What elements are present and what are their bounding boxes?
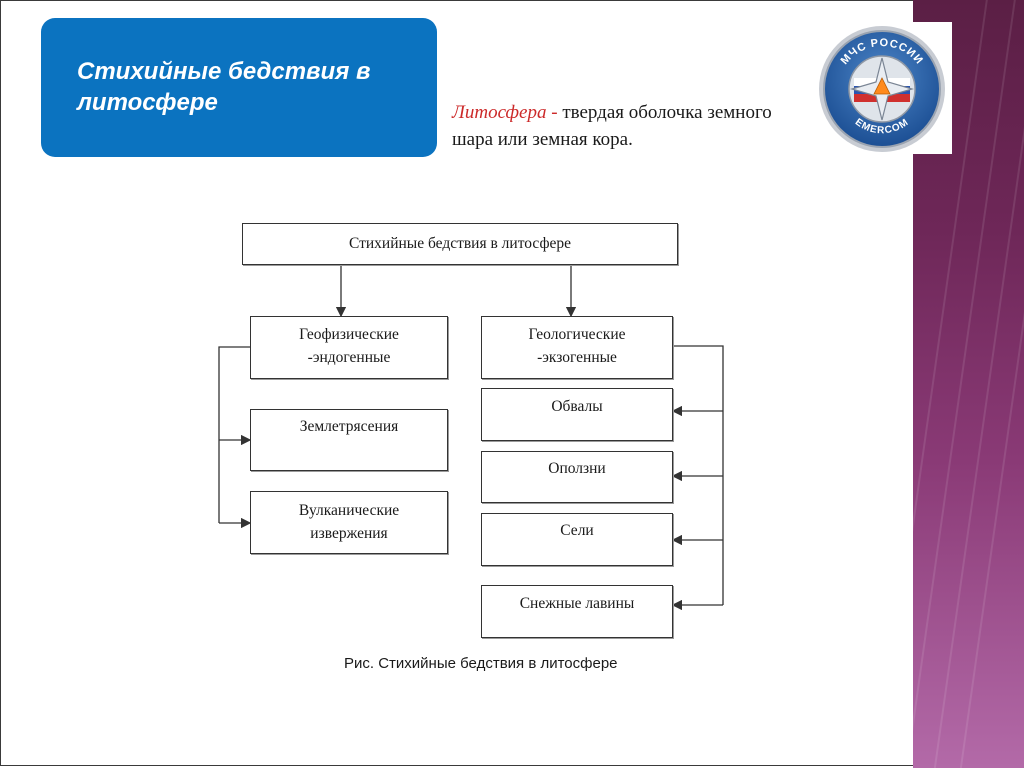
right-item-avalanches: Снежные лавины [481,585,673,638]
definition-text: Литосфера - твердая оболочка земного шар… [452,99,772,153]
definition-body: твердая оболочка земного шара или земная… [452,102,772,150]
left-header-line1: Геофизические [299,326,399,343]
right-item-label: Снежные лавины [519,595,635,612]
diagram-root-node: Стихийные бедствия в литосфере [242,223,678,265]
left-header-line2: -эндогенные [307,349,391,366]
left-item-label-line2: извержения [310,525,388,542]
right-group-header: Геологические -экзогенные [481,316,673,379]
emcom-emblem-icon: МЧС РОССИИ EMERCOM [812,22,952,154]
figure-caption: Рис. Стихийные бедствия в литосфере [344,655,618,672]
left-item-volcanic: Вулканические извержения [250,491,448,554]
title-banner: Стихийные бедствия в литосфере [41,18,437,157]
left-group-header: Геофизические -эндогенные [250,316,448,379]
slide-title: Стихийные бедствия в литосфере [77,58,371,116]
left-item-label: Вулканические [298,502,400,519]
left-item-earthquakes: Землетрясения [250,409,448,471]
right-item-label: Оползни [548,460,606,477]
right-bracket-line [672,345,724,605]
left-bracket-line [218,346,251,523]
right-item-landslides: Оползни [481,451,673,503]
right-item-mudflows: Сели [481,513,673,566]
definition-term: Литосфера - [452,102,558,123]
emblem-graphic: МЧС РОССИИ EMERCOM [819,26,945,152]
left-item-label: Землетрясения [299,418,399,435]
right-header-line1: Геологические [528,326,626,343]
right-header-line2: -экзогенные [537,349,617,366]
right-item-label: Сели [560,522,594,539]
right-item-label: Обвалы [551,398,603,415]
root-node-label: Стихийные бедствия в литосфере [348,235,572,252]
right-item-rockfalls: Обвалы [481,388,673,441]
